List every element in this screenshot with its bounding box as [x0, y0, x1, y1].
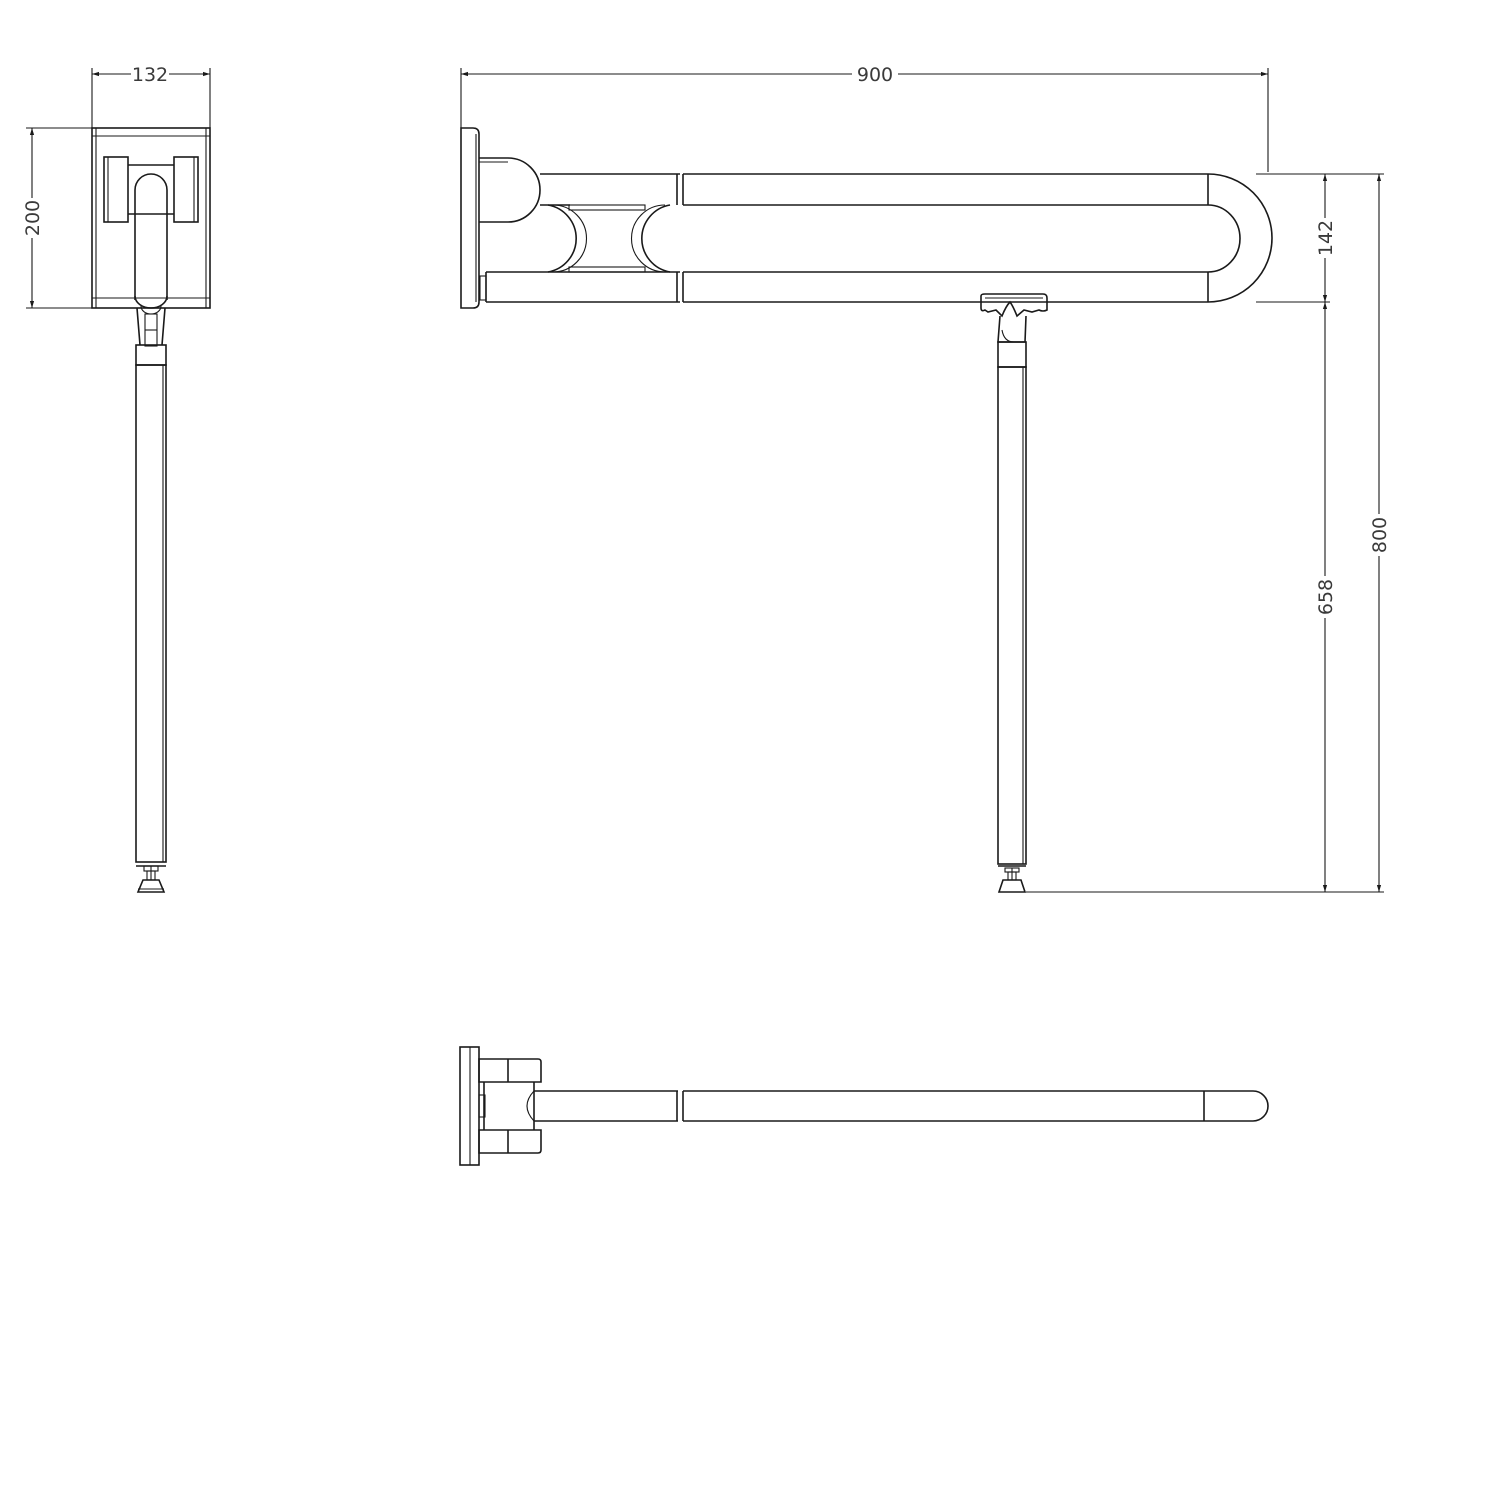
front-support-leg: [997, 366, 1027, 865]
top-view: [459, 1046, 1269, 1166]
bar-stub: [134, 173, 168, 300]
dim-bar-height: 142: [1315, 220, 1337, 256]
front-leg-foot: [997, 879, 1027, 893]
hinge-block-left: [103, 156, 129, 223]
dim-leg-height: 658: [1315, 579, 1337, 615]
dim-overall-height: 800: [1369, 517, 1391, 553]
dim-plate-width: 132: [132, 64, 168, 86]
top-hinge-lower: [478, 1129, 542, 1154]
front-view: 900 142 658 800: [460, 64, 1391, 893]
side-view: 132 200: [22, 64, 211, 893]
leg-hinge-clamp: [980, 293, 1048, 318]
dim-plate-height: 200: [22, 200, 44, 236]
top-grab-bar: [683, 1090, 1269, 1122]
leg-foot: [136, 879, 166, 893]
upper-hinge: [479, 157, 541, 223]
grab-bar-inner: [683, 204, 1241, 273]
support-leg: [135, 364, 167, 863]
top-hinge-upper: [478, 1058, 542, 1083]
wall-plate: [91, 127, 211, 309]
front-wall-plate: [460, 127, 480, 309]
dim-overall-length: 900: [857, 64, 893, 86]
hinge-block-right: [173, 156, 199, 223]
grab-bar-outer: [683, 173, 1273, 303]
